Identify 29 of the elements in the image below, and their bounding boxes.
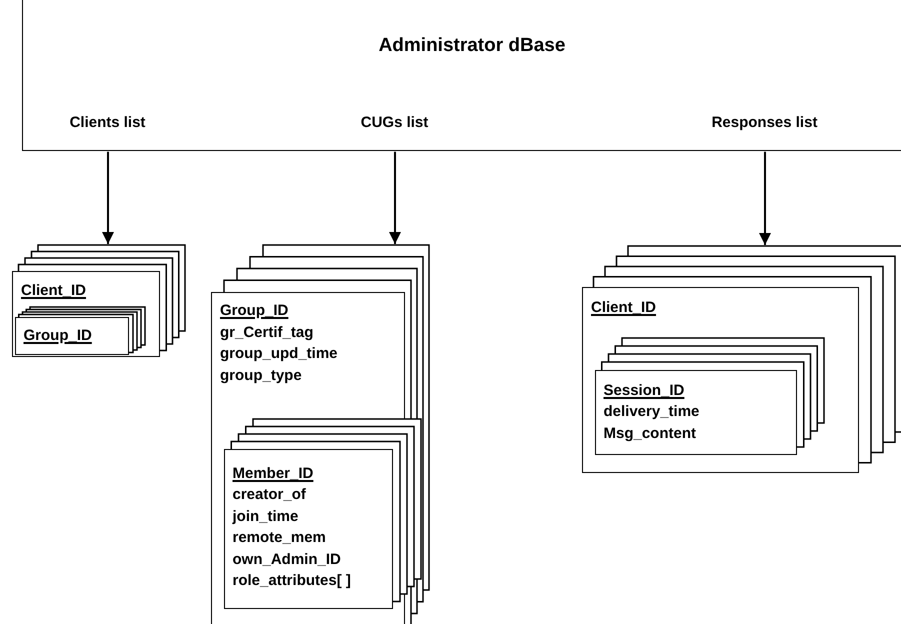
- panel-title: Administrator dBase: [378, 35, 566, 57]
- record-card: [224, 448, 392, 608]
- field-label: creator_of: [232, 485, 306, 505]
- record-card: [14, 316, 128, 354]
- field-label: gr_Certif_tag: [220, 322, 314, 342]
- key-field-label: Member_ID: [232, 464, 314, 484]
- key-field-label: Client_ID: [591, 298, 656, 318]
- list-label: Responses list: [712, 112, 818, 133]
- field-label: Msg_content: [604, 424, 696, 444]
- key-field-label: Client_ID: [21, 281, 86, 301]
- record-card: [594, 370, 796, 454]
- arrow: [389, 152, 401, 244]
- arrow: [759, 152, 771, 245]
- field-label: remote_mem: [232, 528, 326, 548]
- field-label: role_attributes[ ]: [232, 571, 351, 591]
- key-field-label: Session_ID: [604, 380, 684, 400]
- record-card: [582, 287, 859, 473]
- field-label: group_upd_time: [220, 344, 338, 364]
- field-label: own_Admin_ID: [232, 550, 341, 570]
- field-label: join_time: [232, 506, 298, 526]
- database-panel: [22, 0, 901, 151]
- key-field-label: Group_ID: [220, 301, 288, 321]
- field-label: group_type: [220, 366, 302, 386]
- list-label: CUGs list: [360, 112, 428, 133]
- list-label: Clients list: [70, 112, 146, 133]
- field-label: delivery_time: [604, 402, 700, 422]
- key-field-label: Group_ID: [24, 326, 92, 346]
- arrow: [102, 152, 114, 244]
- record-card: [12, 271, 160, 357]
